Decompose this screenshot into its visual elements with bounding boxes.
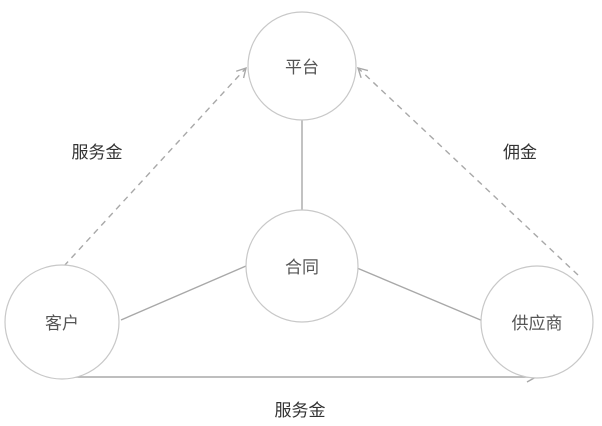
node-customer: 客户 bbox=[4, 264, 120, 380]
edge-label-customer-to-platform: 服务金 bbox=[72, 143, 123, 163]
contract-supplier-connector bbox=[356, 267, 484, 322]
edge-label-supplier-to-platform: 佣金 bbox=[503, 143, 537, 163]
node-supplier: 供应商 bbox=[480, 265, 594, 379]
supplier-to-platform-dashed-arrow bbox=[356, 67, 579, 276]
customer-to-platform-dashed-arrow bbox=[63, 66, 247, 267]
node-contract: 合同 bbox=[245, 209, 359, 323]
contract-customer-connector bbox=[120, 265, 247, 321]
node-supplier-label: 供应商 bbox=[512, 314, 563, 334]
node-platform: 平台 bbox=[247, 11, 357, 121]
node-customer-label: 客户 bbox=[45, 314, 79, 334]
node-platform-label: 平台 bbox=[285, 58, 319, 78]
node-contract-label: 合同 bbox=[285, 258, 319, 278]
edge-label-customer-to-supplier: 服务金 bbox=[275, 401, 326, 421]
